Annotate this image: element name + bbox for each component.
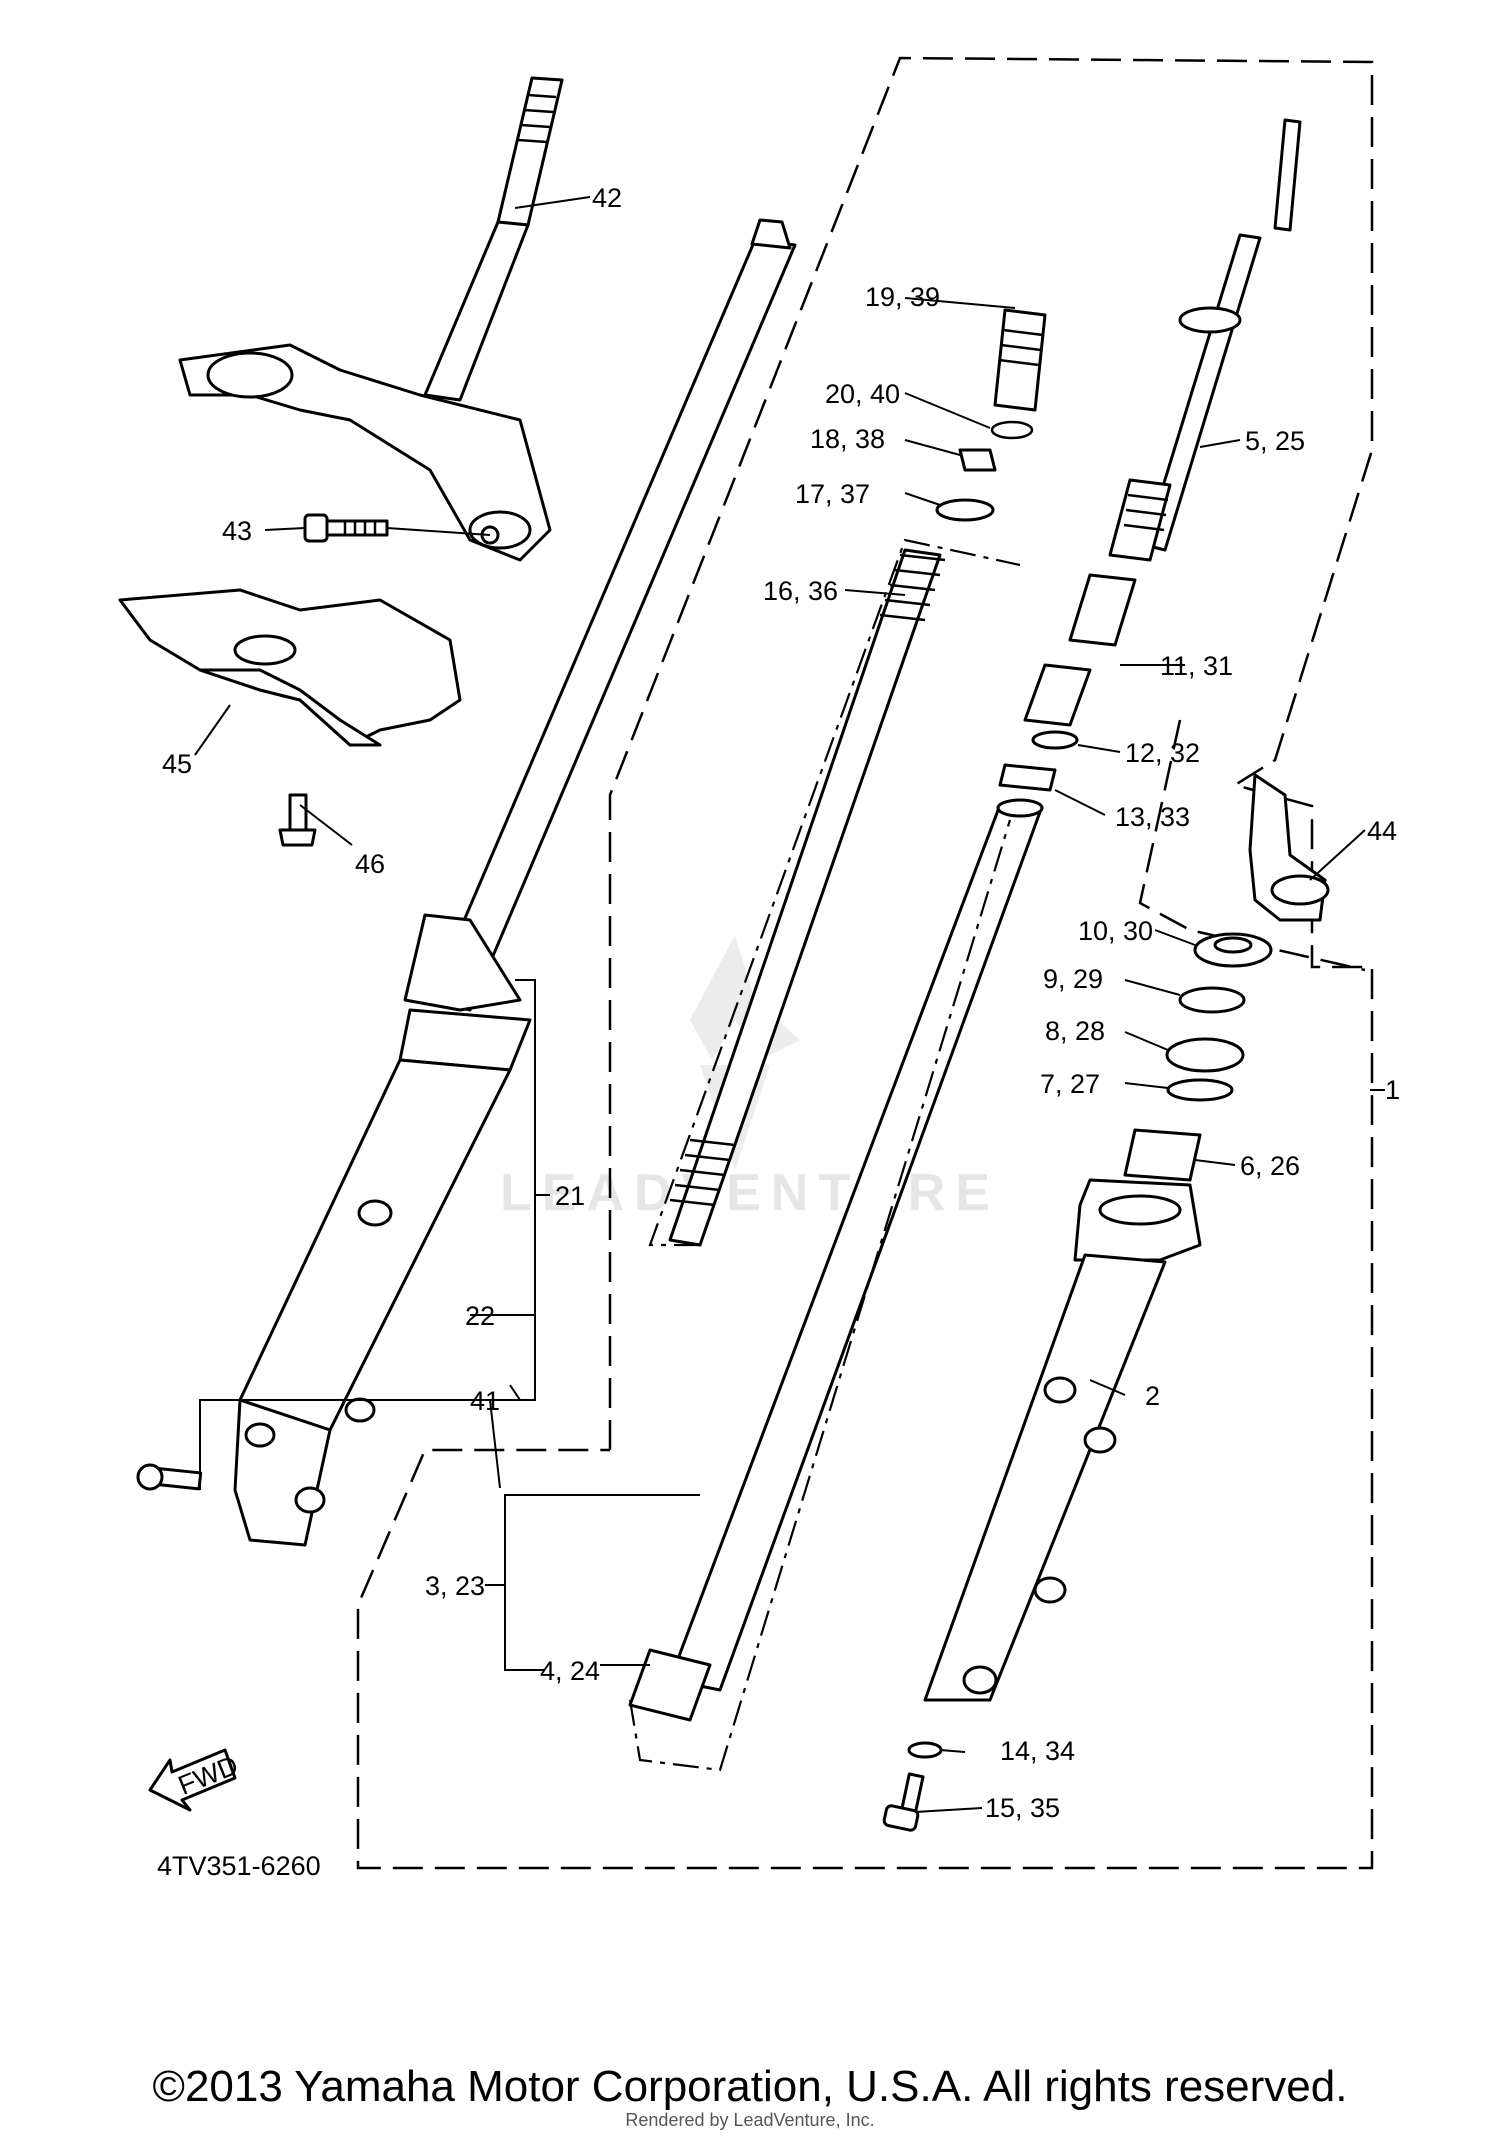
guard-44 xyxy=(1248,773,1330,922)
callout-13-33: 13, 33 xyxy=(1115,802,1190,832)
left-fork-assembly xyxy=(136,218,797,1547)
callout-2: 2 xyxy=(1145,1381,1160,1411)
callout-17-37: 17, 37 xyxy=(795,479,870,509)
assembly-boundary-lines xyxy=(356,56,1374,1870)
callout-22: 22 xyxy=(465,1301,495,1331)
callout-labels: 1 2 3, 23 4, 24 5, 25 6, 26 7, 27 8, 28 … xyxy=(157,183,1400,1881)
callout-7-27: 7, 27 xyxy=(1040,1069,1100,1099)
callout-15-35: 15, 35 xyxy=(985,1793,1060,1823)
callout-18-38: 18, 38 xyxy=(810,424,885,454)
diagram-code: 4TV351-6260 xyxy=(157,1851,321,1881)
callout-3-23: 3, 23 xyxy=(425,1571,485,1601)
rendered-by-notice: Rendered by LeadVenture, Inc. xyxy=(625,2110,875,2130)
callout-21: 21 xyxy=(555,1181,585,1211)
callout-14-34: 14, 34 xyxy=(1000,1736,1075,1766)
steering-stem-42 xyxy=(178,76,564,562)
callout-4-24: 4, 24 xyxy=(540,1656,600,1686)
callout-20-40: 20, 40 xyxy=(825,379,900,409)
callout-42: 42 xyxy=(592,183,622,213)
seal-rings xyxy=(1123,932,1273,1182)
callout-45: 45 xyxy=(162,749,192,779)
callout-43: 43 xyxy=(222,516,252,546)
callout-1: 1 xyxy=(1385,1075,1400,1105)
callout-5-25: 5, 25 xyxy=(1245,426,1305,456)
callout-11-31: 11, 31 xyxy=(1160,651,1233,681)
callout-41: 41 xyxy=(470,1386,500,1416)
inner-tube-3 xyxy=(628,798,1044,1772)
callout-8-28: 8, 28 xyxy=(1045,1016,1105,1046)
callout-9-29: 9, 29 xyxy=(1043,964,1103,994)
outer-tube-2 xyxy=(923,1178,1202,1702)
bolt-46 xyxy=(278,793,317,847)
callout-10-30: 10, 30 xyxy=(1078,916,1153,946)
fwd-arrow: FWD xyxy=(148,1748,242,1812)
copyright-notice: ©2013 Yamaha Motor Corporation, U.S.A. A… xyxy=(152,2062,1348,2111)
drain-bolt-14-15 xyxy=(882,1741,943,1832)
callout-16-36: 16, 36 xyxy=(763,576,838,606)
bolt-43 xyxy=(303,513,389,543)
cover-45 xyxy=(118,588,462,747)
damper-rod-spring xyxy=(648,538,1021,1247)
right-fork-internals xyxy=(998,118,1302,792)
callout-19-39: 19, 39 xyxy=(865,282,940,312)
callout-46: 46 xyxy=(355,849,385,879)
callout-12-32: 12, 32 xyxy=(1125,738,1200,768)
callout-44: 44 xyxy=(1367,816,1397,846)
callout-6-26: 6, 26 xyxy=(1240,1151,1300,1181)
cap-bolt-assembly xyxy=(935,308,1047,522)
leader-lines xyxy=(194,196,1385,1813)
